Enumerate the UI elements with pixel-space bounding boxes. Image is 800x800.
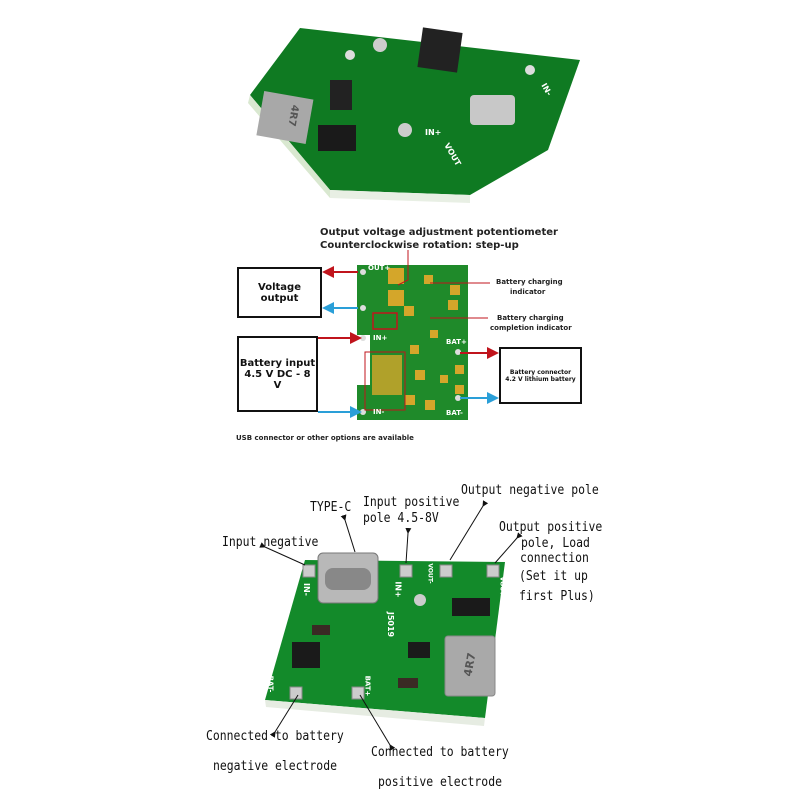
pcb-label-in-plus: IN+ [373, 334, 388, 342]
board-label-bat-minus: BAT- [266, 675, 275, 693]
label-battery-positive-line1: Connected to battery [371, 745, 509, 760]
diagram-pcb-and-arrows [318, 250, 499, 420]
label-battery-positive-line2: positive electrode [378, 775, 502, 790]
label-output-positive-line4: (Set it up [519, 569, 588, 584]
label-battery-negative-line2: negative electrode [213, 759, 337, 774]
label-input-positive-line2: pole 4.5-8V [363, 511, 439, 526]
diagram-footnote: USB connector or other options are avail… [236, 434, 414, 442]
battery-input-box: Battery input 4.5 V DC - 8 V [237, 336, 318, 412]
voltage-output-label: Voltage output [258, 281, 301, 304]
charging-indicator-line1: Battery charging [496, 278, 563, 286]
label-battery-negative-line1: Connected to battery [206, 729, 344, 744]
board-label-model: J5019 [386, 611, 396, 638]
board-label-in-minus: IN- [302, 583, 311, 596]
completion-indicator-line1: Battery charging [497, 314, 564, 322]
label-input-positive-line1: Input positive [363, 495, 460, 510]
label-input-negative: Input negative [222, 535, 319, 550]
completion-indicator-line2: completion indicator [490, 324, 572, 332]
charging-indicator-line2: indicator [510, 288, 546, 296]
top-board-drawing [248, 27, 580, 203]
label-type-c: TYPE-C [310, 500, 352, 515]
battery-connector-line2: 4.2 V lithium battery [505, 375, 576, 383]
pcb-label-out-plus: OUT+ [368, 264, 391, 272]
voltage-output-box: Voltage output [237, 267, 322, 318]
pcb-label-in-minus: IN- [373, 408, 385, 416]
label-output-positive-line1: Output positive [499, 520, 603, 535]
board-label-vout-plus: VOUT+ [498, 576, 506, 601]
board-label-bat-plus: BAT+ [363, 675, 372, 697]
pcb-label-bat-plus: BAT+ [446, 338, 467, 346]
label-output-negative: Output negative pole [461, 483, 599, 498]
battery-connector-box: Battery connector 4.2 V lithium battery [499, 347, 582, 404]
label-output-positive-line5: first Plus) [519, 589, 595, 604]
board-label-vout-minus: VOUT- [426, 563, 434, 584]
battery-input-line1: Battery input [239, 357, 316, 369]
battery-connector-line1: Battery connector [509, 368, 572, 376]
pcb-label-bat-minus: BAT- [446, 409, 463, 417]
battery-input-line2: 4.5 V DC - 8 V [244, 368, 311, 391]
board-label-in-plus: IN+ [393, 581, 403, 598]
label-output-positive-line3: connection [520, 551, 589, 566]
top-pin-in-plus: IN+ [425, 128, 442, 137]
pot-title-line2: Counterclockwise rotation: step-up [320, 240, 519, 251]
label-output-positive-line2: pole, Load [521, 536, 590, 551]
pot-title-line1: Output voltage adjustment potentiometer [320, 227, 558, 238]
